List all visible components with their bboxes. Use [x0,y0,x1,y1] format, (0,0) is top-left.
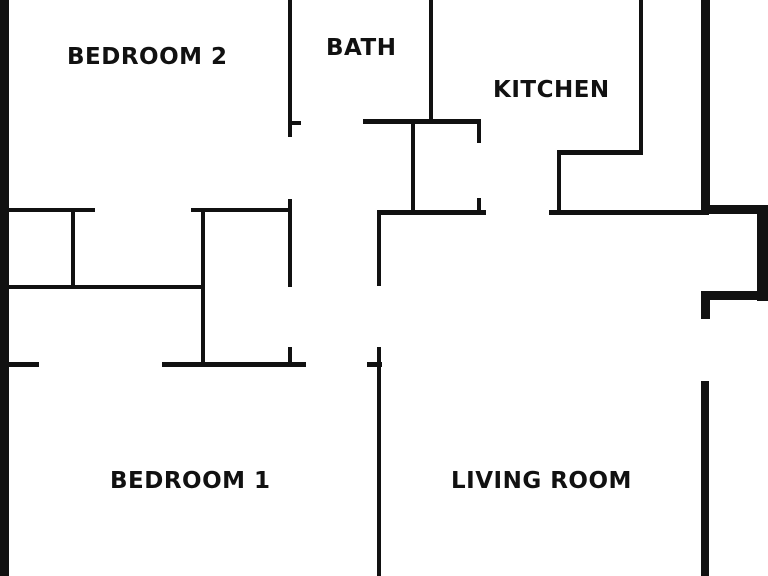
bath-right-wall [429,0,433,121]
kitchen-label: KITCHEN [493,77,610,103]
closet-right-divider [201,208,205,365]
bedroom-2-label: BEDROOM 2 [67,44,228,70]
closet-right-wall-lower [288,347,292,365]
bedroom2-wall-stub [288,121,301,125]
closet-right-top-wall [191,208,292,212]
bath-bottom-wall [363,119,481,124]
linen-closet-right-stub-top [477,119,481,143]
exterior-wall-right-upper [701,0,710,213]
kitchen-bottom-wall [549,210,709,215]
exterior-wall-left [0,0,9,576]
kitchen-right-wall [639,0,643,155]
living-room-label: LIVING ROOM [451,468,632,494]
bedroom1-top-wall-left [9,362,39,367]
closet-left-top-wall [9,208,95,212]
exterior-bump-top [701,205,768,214]
linen-closet-wall [411,119,415,213]
exterior-wall-right-lower [701,381,709,576]
living-left-wall [377,347,381,576]
bedroom2-right-wall [288,0,292,137]
closet-right-wall-upper [288,199,292,287]
bedroom1-top-wall-right [162,362,306,367]
linen-closet-right-stub-bottom [477,198,481,213]
exterior-wall-right-stub [701,291,710,319]
exterior-bump-right [757,205,768,301]
exterior-bump-bottom [701,291,768,300]
bedroom-1-label: BEDROOM 1 [110,468,271,494]
living-left-wall-stub [367,362,382,367]
kitchen-counter-wall [557,150,643,155]
hall-wall-right-upper [377,210,381,286]
bath-label: BATH [326,35,397,61]
closet-bottom-wall [377,210,486,215]
closet-mid-wall [9,285,205,289]
kitchen-counter-left [557,150,561,213]
closet-left-divider [71,208,75,287]
